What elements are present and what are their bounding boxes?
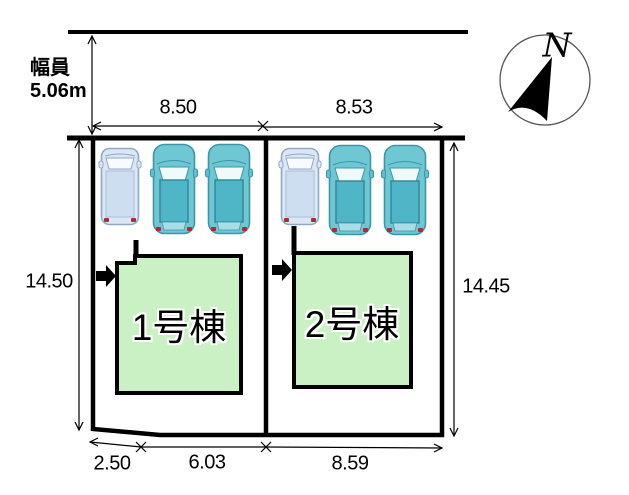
building-1-shape: [115, 254, 243, 395]
dim-line-bottom: [88, 437, 444, 453]
dim-line-top-left: [91, 120, 269, 132]
dim-top-left-value: 8.50: [159, 96, 197, 119]
dim-left-value: 14.50: [25, 270, 73, 293]
dim-bottom-left-value: 2.50: [93, 452, 131, 475]
building-2-shape: [292, 251, 413, 389]
building-1-label: 1号棟: [131, 307, 227, 348]
car-sedan-lot2-a: [325, 144, 375, 236]
car-sedan-lot1-a: [149, 143, 199, 235]
dim-line-left: [74, 138, 84, 432]
compass-north-label: N: [542, 25, 572, 65]
dim-right-value: 14.45: [462, 275, 510, 298]
road-width-value: 5.06m: [30, 80, 87, 102]
car-van-lot1: [98, 147, 142, 226]
compass-needle-icon: [508, 57, 552, 121]
dim-bottom-right-value: 8.59: [331, 452, 369, 475]
building-2-label: 2号棟: [304, 304, 400, 345]
car-van-lot2: [278, 147, 322, 226]
car-sedan-lot1-b: [204, 143, 254, 235]
entrance-arrow-1: [96, 265, 116, 287]
dim-line-right: [449, 141, 459, 438]
road-width-title: 幅員: [30, 57, 70, 79]
dim-line-top-right: [263, 122, 444, 132]
dim-top-right-value: 8.53: [335, 96, 373, 119]
road-width-arrow: [87, 34, 97, 136]
dim-bottom-mid-value: 6.03: [188, 451, 226, 474]
entrance-arrow-2: [272, 259, 292, 281]
car-sedan-lot2-b: [380, 144, 430, 236]
lot-boundary: [90, 138, 445, 438]
